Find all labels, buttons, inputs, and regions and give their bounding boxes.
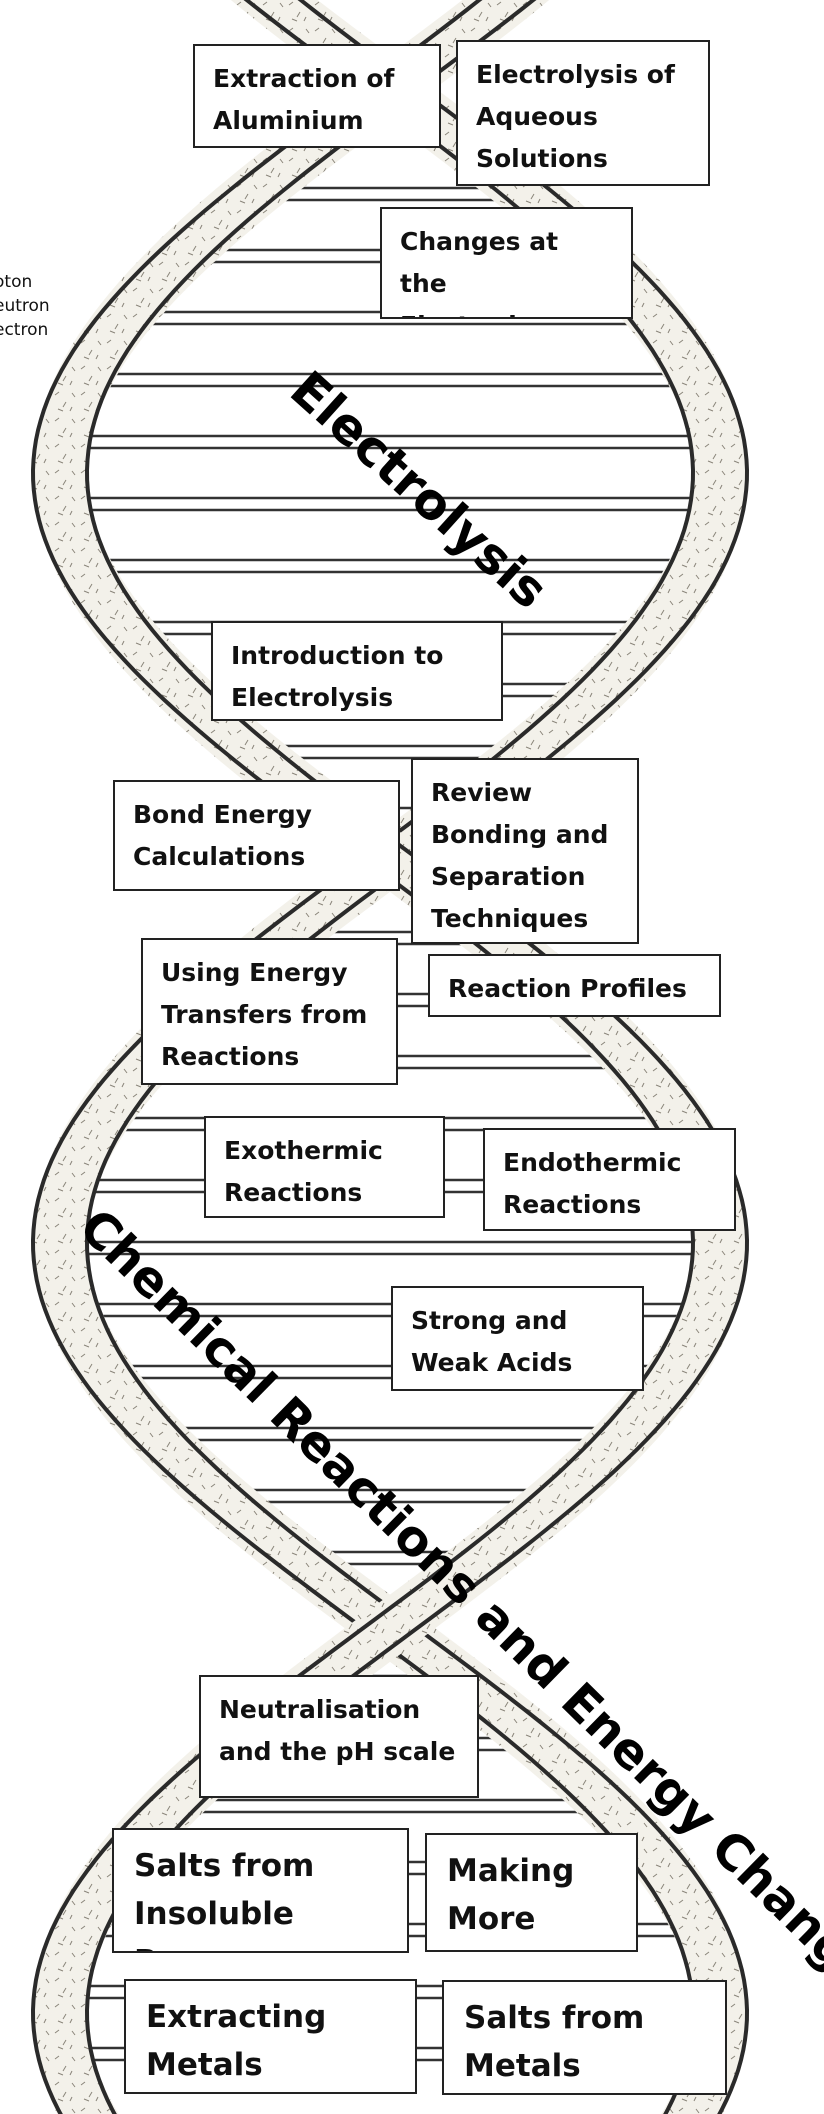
topic-neutralisation-and-ph-scale[interactable]: Neutralisation and the pH scale (199, 1675, 479, 1798)
topic-review-bonding-and-separation[interactable]: Review Bonding and Separation Techniques (411, 758, 639, 944)
topic-using-energy-transfers[interactable]: Using Energy Transfers from Reactions (141, 938, 398, 1085)
atom-legend: oton eutron ectron (0, 270, 50, 342)
topic-bond-energy-calculations[interactable]: Bond Energy Calculations (113, 780, 400, 891)
topic-changes-at-the-electrodes[interactable]: Changes at the Electrodes (380, 207, 633, 319)
topic-extracting-metals[interactable]: Extracting Metals (124, 1979, 417, 2094)
topic-salts-from-insoluble-bases[interactable]: Salts from Insoluble Bases (112, 1828, 409, 1953)
topic-electrolysis-of-aqueous-solutions[interactable]: Electrolysis of Aqueous Solutions (456, 40, 710, 186)
topic-introduction-to-electrolysis[interactable]: Introduction to Electrolysis (211, 621, 503, 721)
legend-neutron: eutron (0, 294, 50, 318)
topic-salts-from-metals[interactable]: Salts from Metals (442, 1980, 727, 2095)
topic-reaction-profiles[interactable]: Reaction Profiles (428, 954, 721, 1017)
topic-exothermic-reactions[interactable]: Exothermic Reactions (204, 1116, 445, 1218)
topic-endothermic-reactions[interactable]: Endothermic Reactions (483, 1128, 736, 1231)
topic-making-more-salts[interactable]: Making More Salts (425, 1833, 638, 1952)
topic-extraction-of-aluminium[interactable]: Extraction of Aluminium (193, 44, 441, 148)
legend-electron: ectron (0, 318, 50, 342)
legend-proton: oton (0, 270, 50, 294)
topic-strong-and-weak-acids[interactable]: Strong and Weak Acids (391, 1286, 644, 1391)
